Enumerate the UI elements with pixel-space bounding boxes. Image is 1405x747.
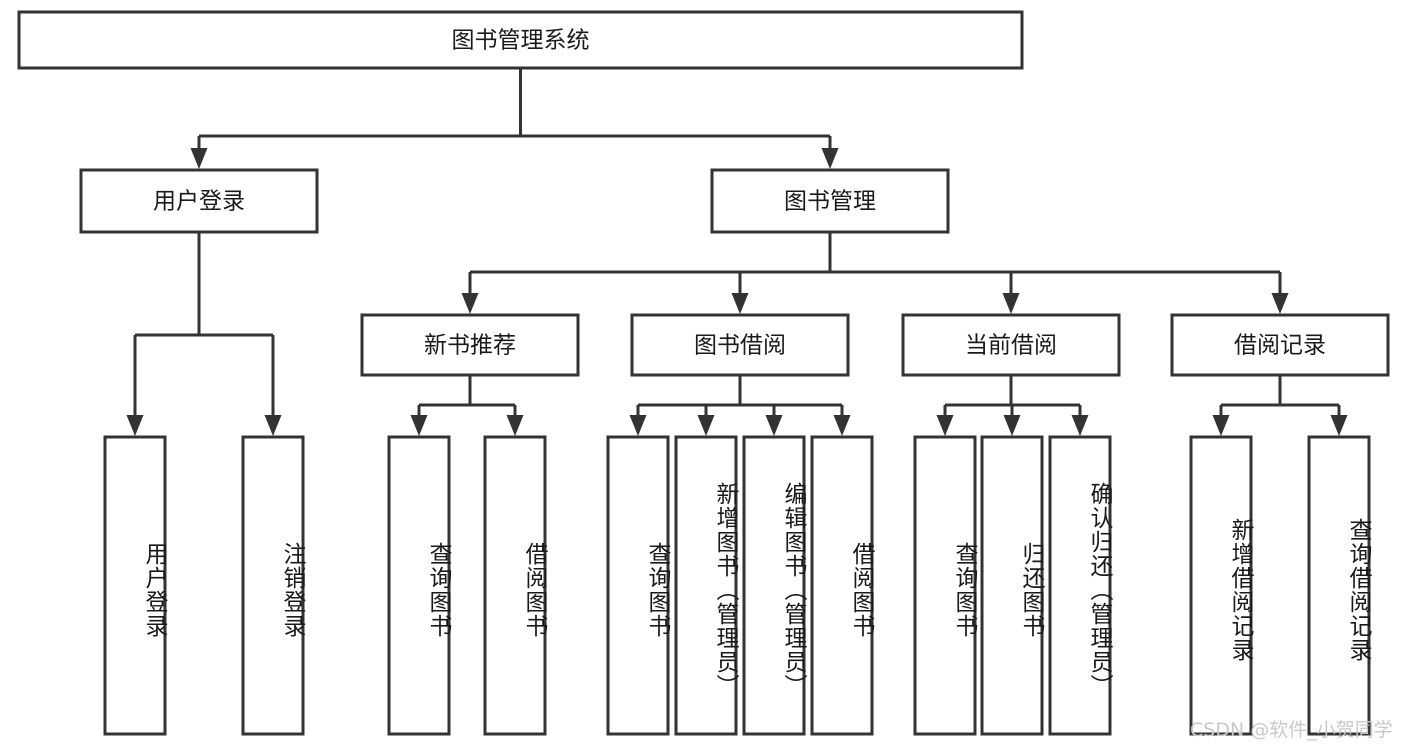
node-box-leaf04[interactable] — [483, 435, 547, 736]
node-box-root[interactable] — [17, 10, 1024, 70]
node-label-root: 图书管理系统 — [452, 28, 590, 54]
node-box-layer — [17, 10, 1390, 736]
node-box-leaf13[interactable] — [1307, 435, 1371, 736]
node-box-l3b[interactable] — [630, 313, 850, 377]
node-box-l2a[interactable] — [79, 168, 319, 234]
connector-group — [190, 68, 839, 169]
node-label-l3b: 图书借阅 — [694, 333, 786, 359]
node-label-l2b: 图书管理 — [784, 189, 876, 215]
connector-layer — [126, 68, 1348, 436]
node-box-leaf11[interactable] — [1048, 435, 1112, 736]
node-box-leaf10[interactable] — [980, 435, 1044, 736]
node-box-leaf02[interactable] — [241, 435, 305, 736]
connector-group — [126, 232, 282, 436]
node-box-l2b[interactable] — [710, 168, 950, 234]
node-label-l3d: 借阅记录 — [1234, 333, 1326, 359]
node-box-leaf03[interactable] — [387, 435, 451, 736]
node-label-l3a: 新书推荐 — [424, 333, 516, 359]
connector-group — [461, 232, 1289, 314]
node-label-l2a: 用户登录 — [153, 189, 245, 215]
connector-group — [629, 375, 851, 436]
node-box-leaf06[interactable] — [674, 435, 738, 736]
connector-group — [936, 375, 1089, 436]
node-box-leaf09[interactable] — [913, 435, 977, 736]
node-box-leaf07[interactable] — [742, 435, 806, 736]
node-box-leaf12[interactable] — [1189, 435, 1253, 736]
node-box-l3d[interactable] — [1170, 313, 1390, 377]
node-box-leaf08[interactable] — [810, 435, 874, 736]
connector-group — [410, 375, 524, 436]
node-box-l3c[interactable] — [901, 313, 1121, 377]
connector-group — [1212, 375, 1348, 436]
node-box-leaf05[interactable] — [606, 435, 670, 736]
node-box-leaf01[interactable] — [103, 435, 167, 736]
watermark-label: CSDN @软件_小贺同学 — [1190, 719, 1393, 741]
node-label-l3c: 当前借阅 — [965, 333, 1057, 359]
node-box-l3a[interactable] — [360, 313, 580, 377]
